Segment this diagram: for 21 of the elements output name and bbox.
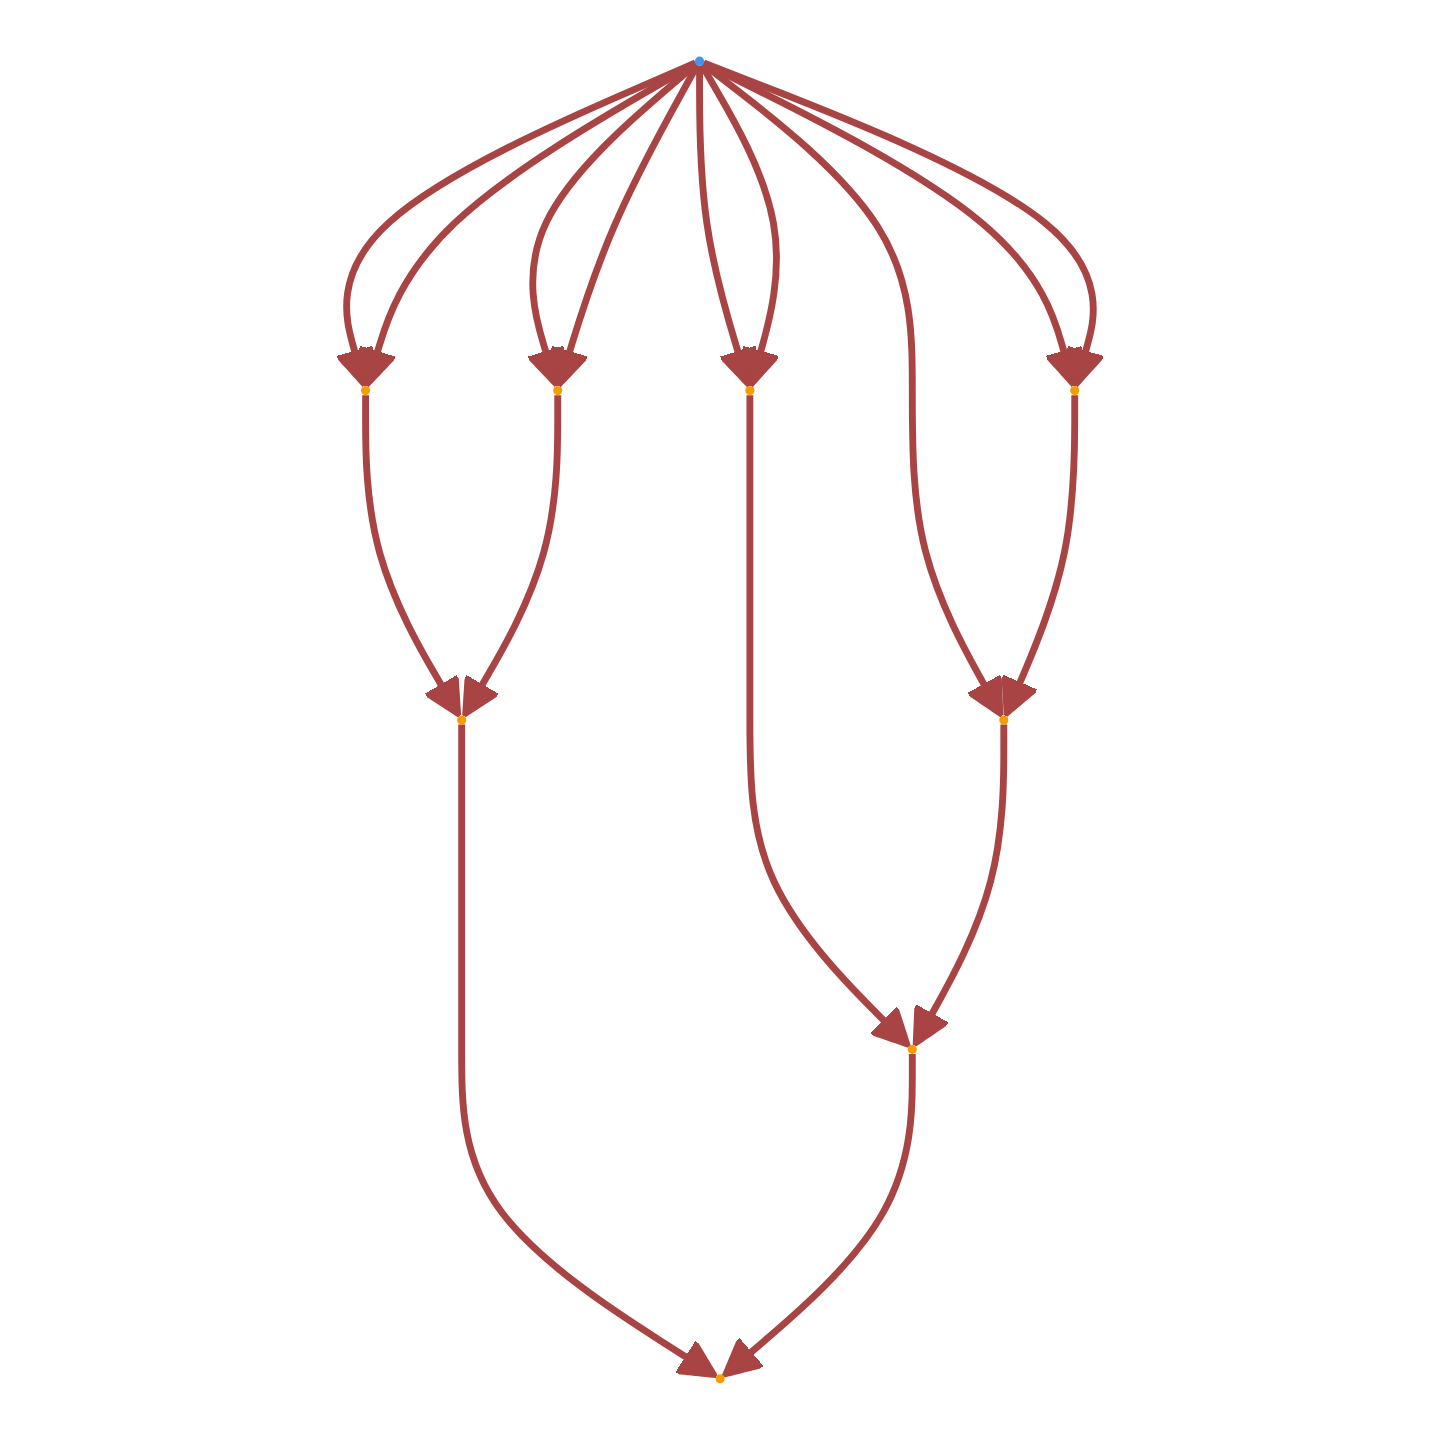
- arrow: [746, 395, 911, 1048]
- graph-vertex: [1070, 386, 1080, 396]
- arrow: [458, 724, 719, 1379]
- arrow: [698, 63, 781, 388]
- graph-vertex: [745, 386, 755, 396]
- arrow: [721, 1053, 916, 1378]
- arrow: [912, 724, 1008, 1048]
- graph-vertex: [553, 386, 563, 396]
- arrow: [1001, 395, 1079, 718]
- graph-vertex: [715, 1374, 725, 1384]
- graph-vertex: [999, 715, 1009, 725]
- graph-vertex: [907, 1044, 917, 1054]
- arrow: [696, 65, 758, 389]
- graph-vertex: [457, 715, 467, 725]
- graph-vertex: [695, 56, 705, 66]
- arrow: [526, 61, 699, 389]
- arrow: [701, 61, 1004, 718]
- arrow: [550, 63, 701, 389]
- arrow: [462, 395, 562, 718]
- arrow: [362, 395, 462, 718]
- graph-vertex: [361, 386, 371, 396]
